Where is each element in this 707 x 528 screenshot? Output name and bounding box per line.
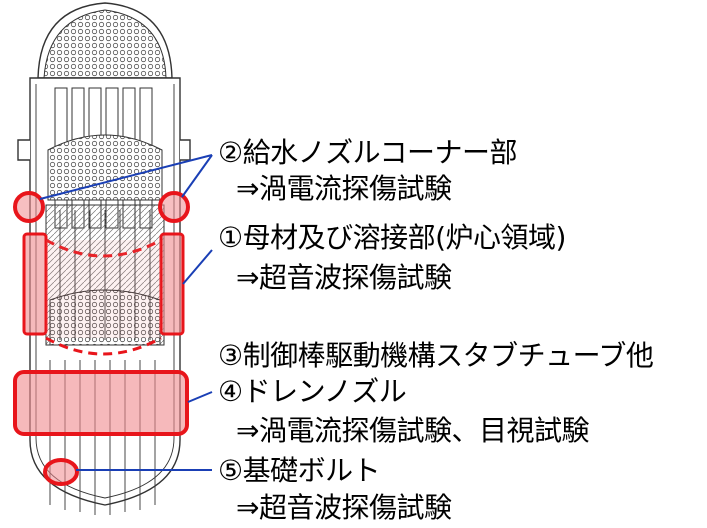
label-base-metal-method: ⇒超音波探傷試験 <box>236 261 452 294</box>
label-base-metal-welds: ①母材及び溶接部(炉心領域) <box>218 221 566 254</box>
highlight-core-region <box>22 232 185 356</box>
label-drain-nozzle-method: ⇒渦電流探傷試験、目視試験 <box>236 414 589 447</box>
leader-item4 <box>187 391 213 403</box>
leader-item2-right <box>181 154 213 198</box>
highlight-feedwater-nozzle-left <box>13 191 45 223</box>
label-foundation-bolt-method: ⇒超音波探傷試験 <box>236 491 452 524</box>
leader-item1 <box>182 249 213 285</box>
label-foundation-bolt: ⑤基礎ボルト <box>218 454 381 487</box>
highlight-drain-nozzle-region <box>13 370 189 436</box>
label-feedwater-nozzle-method: ⇒渦電流探傷試験 <box>236 172 452 205</box>
label-feedwater-nozzle-corner: ②給水ノズルコーナー部 <box>218 136 518 169</box>
leader-item2-left <box>39 154 213 200</box>
highlight-foundation-bolt <box>43 458 79 486</box>
leader-lines <box>39 154 213 471</box>
highlight-feedwater-nozzle-right <box>158 191 190 223</box>
label-crd-stub-tube: ③制御棒駆動機構スタブチューブ他 <box>218 339 654 372</box>
label-drain-nozzle: ④ドレンノズル <box>218 375 407 408</box>
